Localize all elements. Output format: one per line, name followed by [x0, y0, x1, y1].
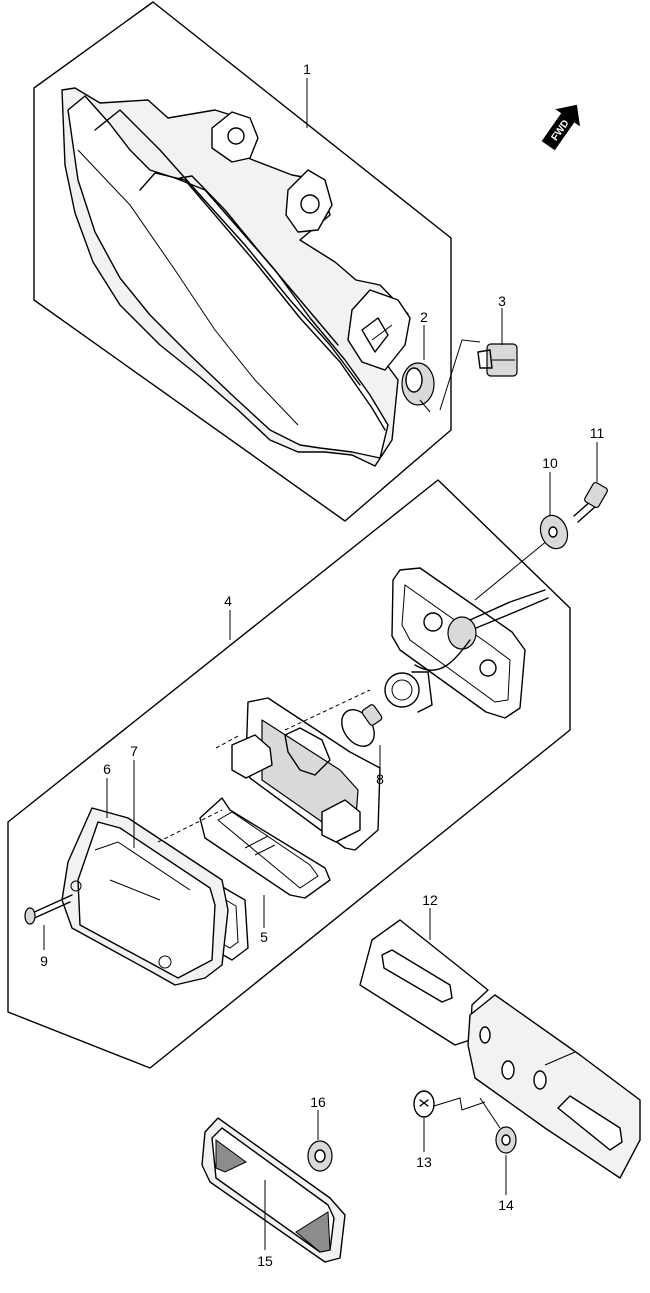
bracket-hole-3 — [533, 1070, 547, 1090]
license-lamp-assembly — [7, 479, 571, 1069]
bracket-hole-1 — [479, 1026, 491, 1044]
leader-lines — [43, 78, 598, 1250]
callout-12: 12 — [422, 892, 438, 908]
lamp-clip — [284, 727, 331, 776]
reflector-prism-upper — [215, 1139, 247, 1173]
lens-ridge-1 — [94, 109, 361, 386]
mount-hole-middle — [300, 194, 320, 214]
fwd-direction-arrow: FWD — [541, 104, 581, 151]
lens-frame — [199, 797, 331, 899]
group-frame-4 — [7, 479, 571, 1069]
bulb — [341, 704, 383, 747]
callout-2: 2 — [420, 309, 428, 325]
lamp-socket-right — [321, 799, 361, 843]
bulb-socket — [384, 671, 433, 713]
grommet-hole — [405, 367, 423, 393]
assembly-line-4 — [474, 539, 549, 601]
wire-harness — [469, 589, 546, 621]
bracket-slot-lower — [557, 1095, 623, 1151]
callout-14: 14 — [498, 1197, 514, 1213]
bracket-lower-plate — [467, 994, 641, 1179]
outer-lens-reflector-dot — [158, 955, 172, 969]
tail-lamp-lens — [67, 95, 389, 459]
lens-frame-inner — [217, 811, 319, 889]
tail-lamp-assembly — [33, 1, 518, 522]
callout-labels: 1 2 3 4 5 6 7 8 9 10 11 12 13 14 15 16 — [40, 61, 604, 1269]
callout-1: 1 — [303, 61, 311, 77]
lamp-socket-left — [231, 734, 273, 779]
rear-reflector — [201, 1117, 346, 1263]
bracket-nut — [479, 1097, 517, 1154]
assembly-line-1 — [157, 809, 223, 843]
bracket-bolt — [413, 1090, 486, 1118]
mount-tab-middle — [285, 169, 333, 233]
assembly-line-2 — [215, 734, 241, 749]
callout-9: 9 — [40, 953, 48, 969]
callout-4: 4 — [224, 593, 232, 609]
callout-15: 15 — [257, 1253, 273, 1269]
group-frame-1 — [33, 1, 452, 522]
bracket-slot-upper — [381, 949, 453, 1003]
bracket-hole-2 — [501, 1060, 515, 1080]
callout-7: 7 — [130, 743, 138, 759]
washer-hole — [548, 526, 558, 538]
callout-11: 11 — [590, 425, 605, 441]
lens-ridge-2 — [139, 172, 386, 431]
outer-lens-face — [77, 821, 216, 979]
bolt-install-line — [439, 339, 481, 411]
bracket-bend — [544, 1051, 576, 1066]
lens-guide-line — [371, 324, 393, 341]
lens-inner-curve — [77, 149, 299, 426]
callout-6: 6 — [103, 761, 111, 777]
lens-screw — [24, 894, 73, 925]
outer-lens-screw-hole — [70, 880, 82, 892]
tapping-screw — [573, 481, 608, 523]
license-bracket — [359, 919, 641, 1179]
base-plate-inner — [401, 584, 511, 703]
assembly-line-3 — [284, 689, 371, 731]
bulb-wire — [414, 639, 471, 671]
wire-harness-2 — [475, 597, 549, 629]
callout-13: 13 — [416, 1154, 432, 1170]
mount-tab-upper — [211, 111, 259, 163]
mount-tab-lower — [347, 289, 411, 371]
callout-5: 5 — [260, 929, 268, 945]
callout-16: 16 — [310, 1094, 326, 1110]
mount-hole-upper — [227, 127, 245, 145]
lens-ridge-3 — [179, 175, 339, 346]
base-wire-grommet — [447, 616, 477, 650]
base-hole-2 — [479, 659, 497, 677]
base-hole-1 — [423, 612, 443, 632]
lens-glass-lines — [244, 835, 276, 856]
callout-10: 10 — [542, 455, 558, 471]
reflector-nut — [307, 1140, 333, 1172]
outer-lens-ridge — [94, 841, 191, 901]
mount-hole-lower — [361, 317, 389, 353]
screw-bolt — [477, 343, 518, 377]
callout-3: 3 — [498, 293, 506, 309]
reflector-prism-lower — [295, 1211, 331, 1253]
grommet-install-line — [419, 399, 431, 413]
callout-8: 8 — [376, 771, 384, 787]
